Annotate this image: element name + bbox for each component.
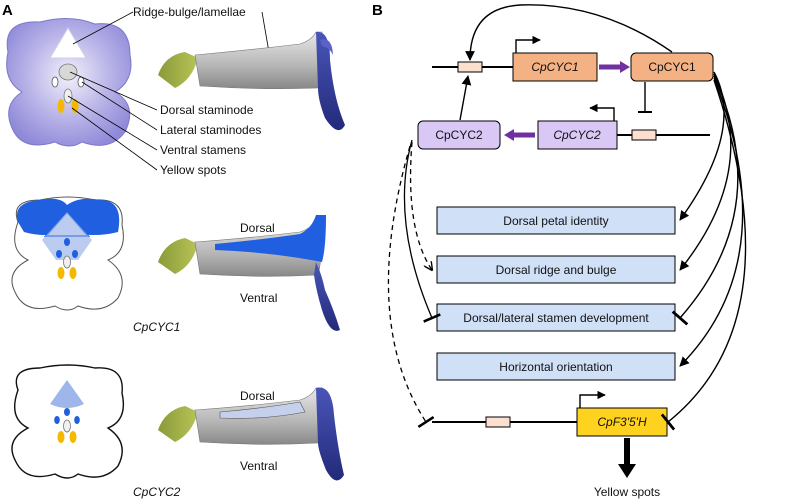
cyc2-flower-side [158, 387, 344, 481]
f35h-locus [432, 390, 668, 437]
cyc1-flower-side [158, 215, 340, 331]
trait-box-4 [436, 352, 676, 381]
label-ventral-stamens: Ventral stamens [160, 143, 246, 157]
cyc1-locus [432, 35, 598, 82]
trait-box-3 [436, 303, 676, 332]
protein-cyc2-node [417, 120, 501, 150]
label-mutant-cyc2: CpCYC2 [133, 485, 181, 499]
label-ventral-cyc1: Ventral [240, 291, 277, 305]
label-ridge-bulge: Ridge-bulge/lamellae [133, 5, 246, 19]
label-lateral-staminodes: Lateral staminodes [160, 123, 261, 137]
trait-label-2: Dorsal ridge and bulge [496, 263, 617, 277]
label-ventral-cyc2: Ventral [240, 459, 277, 473]
label-yellow-spots: Yellow spots [160, 163, 226, 177]
translation-arrowhead-cyc1 [620, 61, 630, 73]
label-dorsal-cyc2: Dorsal [240, 389, 275, 403]
output-label: Yellow spots [594, 485, 660, 499]
trait-box-1 [436, 206, 676, 235]
protein-cyc1-label: CpCYC1 [648, 60, 696, 74]
cyc2-trait-edges [387, 139, 441, 429]
gene-cyc2-label: CpCYC2 [553, 128, 601, 142]
trait-label-3: Dorsal/lateral stamen development [463, 311, 649, 325]
cyc1-autoregulation-arrow [465, 4, 673, 61]
label-dorsal-cyc1: Dorsal [240, 221, 275, 235]
gene-f35h-label: CpF3'5'H [597, 415, 647, 429]
wildtype-flower-side [158, 31, 345, 131]
label-mutant-cyc1: CpCYC1 [133, 320, 180, 334]
label-dorsal-staminode: Dorsal staminode [160, 103, 254, 117]
cyc1-flower-front [11, 196, 124, 311]
annotation-lines [67, 11, 271, 171]
gene-cyc1-label: CpCYC1 [531, 60, 578, 74]
wildtype-flower-front [6, 18, 132, 147]
cyc1-trait-edges [660, 71, 747, 431]
panel-label-a: A [2, 2, 13, 19]
trait-box-2 [436, 255, 676, 284]
protein-cyc1-node [630, 52, 714, 82]
trait-label-4: Horizontal orientation [499, 360, 612, 374]
translation-arrowhead-cyc2 [504, 129, 514, 141]
f35h-output-arrowhead [618, 464, 636, 478]
cyc2-locus [537, 103, 710, 150]
cyc2-flower-front [11, 364, 125, 479]
trait-label-1: Dorsal petal identity [503, 214, 608, 228]
protein-cyc2-label: CpCYC2 [435, 128, 483, 142]
panel-label-b: B [372, 2, 383, 19]
cyc2-activates-cyc1 [459, 75, 472, 121]
